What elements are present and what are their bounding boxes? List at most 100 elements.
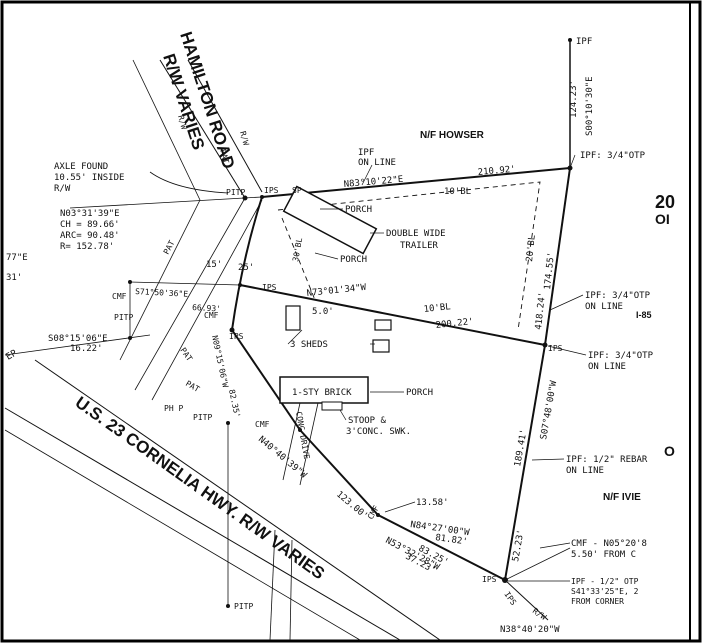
bearing-left-tie: S71°50'36"E (135, 287, 189, 299)
on-line-label: ON LINE (358, 158, 396, 168)
cmf-mid: CMF (204, 311, 219, 320)
bearing-mid: N73°01'34"W (306, 283, 367, 299)
ipf-otp-se-a: IPF - 1/2" OTP (571, 577, 639, 586)
hamilton-road-lines (119, 59, 263, 401)
edge-sub: OI (655, 211, 670, 227)
ipf-otp-mid-b: ON LINE (585, 302, 623, 312)
drive-label: CONC DRIVE (294, 411, 311, 460)
point-markers (128, 38, 573, 608)
axle-found-note: AXLE FOUND 10.55' INSIDE R/W (54, 162, 229, 194)
curve-line (231, 196, 263, 331)
dist-15: 15' (206, 260, 222, 270)
structures (279, 185, 392, 486)
rw-1: R/W (238, 130, 250, 146)
dist-sw-diag: 123.00' (334, 490, 369, 522)
curve-data: N03°31'39"E CH = 89.66' ARC= 90.48' R= 1… (60, 209, 120, 252)
svg-text:AXLE FOUND: AXLE FOUND (54, 162, 108, 172)
ph-p: PH P (164, 404, 183, 413)
pitp-left: PITP (114, 313, 133, 322)
trailer-shape (282, 185, 378, 255)
ipf-top: IPF (576, 37, 592, 47)
dist-ne: 124.23' (569, 80, 579, 118)
ipf-otp-mid-a: IPF: 3/4"OTP (585, 291, 651, 301)
i85-label: I-85 (636, 310, 652, 320)
us23-road-lines (4, 334, 441, 641)
cmf-se-a: CMF - N05°20'8 (571, 539, 647, 549)
rw-2: R/W (176, 114, 188, 130)
shed-3 (372, 339, 390, 353)
leader-lines (287, 154, 587, 582)
ips-3: IPS (229, 332, 244, 341)
rebar-b: ON LINE (566, 466, 604, 476)
setback-right: 20'BL (525, 234, 538, 262)
pat-4: PAT (184, 379, 201, 394)
ipf-otp-ne: IPF: 3/4"OTP (580, 151, 646, 161)
pat-1: PAT (218, 148, 230, 164)
sp-label: SP (292, 186, 302, 195)
bearing-east-lower: S07°48'00"W (539, 380, 559, 441)
bearing-sw-tie: S08°15'06"E (48, 334, 108, 344)
svg-text:N03°31'39"E: N03°31'39"E (60, 209, 120, 219)
svg-text:R/W: R/W (54, 184, 71, 194)
stoop (321, 401, 343, 411)
setback-mid: 10'BL (423, 302, 451, 315)
ipf-online: IPF (358, 148, 374, 158)
dist-east-upper: 174.55' (543, 252, 557, 291)
dist-50: 5.0' (312, 307, 334, 317)
dist-south-a: 81.82' (435, 533, 469, 547)
stoop-label-a: STOOP & (348, 416, 387, 426)
ipf-otp-se-b: S41°33'25"E, 2 (571, 587, 639, 596)
pitp-bottom: PITP (234, 602, 253, 611)
dist-1358: 13.58' (416, 498, 449, 508)
pat-3: PAT (178, 346, 194, 363)
trailer-label-a: DOUBLE WIDE (386, 229, 446, 239)
svg-text:CH = 89.66': CH = 89.66' (60, 220, 120, 230)
sheds-label: 3 SHEDS (290, 340, 328, 350)
edge-frag-1: 77"E (6, 253, 28, 263)
edge-number: 20 (655, 192, 675, 212)
cmf-low: CMF (255, 420, 270, 429)
bearing-bottom: N38°40'20"W (500, 625, 560, 635)
ips-6: IPS (502, 590, 518, 607)
ipf-otp-ips-b: ON LINE (588, 362, 626, 372)
dist-mid: 200.22' (435, 317, 474, 331)
edge-mid: O (664, 443, 675, 459)
rebar-a: IPF: 1/2" REBAR (566, 455, 648, 465)
neighbor-south: N/F IVIE (603, 492, 641, 503)
svg-text:R= 152.78': R= 152.78' (60, 242, 114, 252)
brick-label: 1-STY BRICK (292, 388, 352, 398)
ips-2: IPS (262, 283, 277, 292)
dist-west: 82.35' (227, 389, 242, 419)
bearing-west: N09°15'06"W (210, 335, 230, 389)
setback-lines (277, 181, 541, 331)
edge-ep: EP (5, 348, 20, 362)
porch-brick-label: PORCH (406, 388, 433, 398)
pitp-mid: PITP (193, 413, 212, 422)
neighbor-north: N/F HOWSER (420, 130, 485, 141)
curve-leader (69, 196, 263, 209)
svg-text:10.55' INSIDE: 10.55' INSIDE (54, 173, 124, 183)
cmf-se-b: 5.50' FROM C (571, 550, 636, 560)
shed-1 (285, 305, 301, 331)
setback-top: 10'BL (444, 187, 471, 197)
porch-trailer-label: PORCH (340, 255, 367, 265)
ips-5: IPS (482, 575, 497, 584)
ips-1: IPS (264, 186, 279, 195)
pat-2: PAT (162, 239, 177, 256)
setback-left: 30'BL (291, 237, 304, 262)
ips-4: IPS (548, 344, 563, 353)
ipf-otp-ips-a: IPF: 3/4"OTP (588, 351, 654, 361)
ipf-otp-se-c: FROM CORNER (571, 597, 624, 606)
dist-25: 25' (238, 263, 254, 273)
dist-sw-tie: 16.22' (70, 344, 103, 354)
cmf-left: CMF (112, 292, 127, 301)
pitp-top: PITP (226, 188, 245, 197)
bearing-top: N83°10'22"E (343, 175, 403, 190)
dist-left-tie: 66.93' (192, 303, 221, 314)
shed-2 (374, 319, 392, 331)
dist-east-upper2: 418.24' (534, 292, 548, 331)
edge-frag-2: 31' (6, 273, 22, 283)
